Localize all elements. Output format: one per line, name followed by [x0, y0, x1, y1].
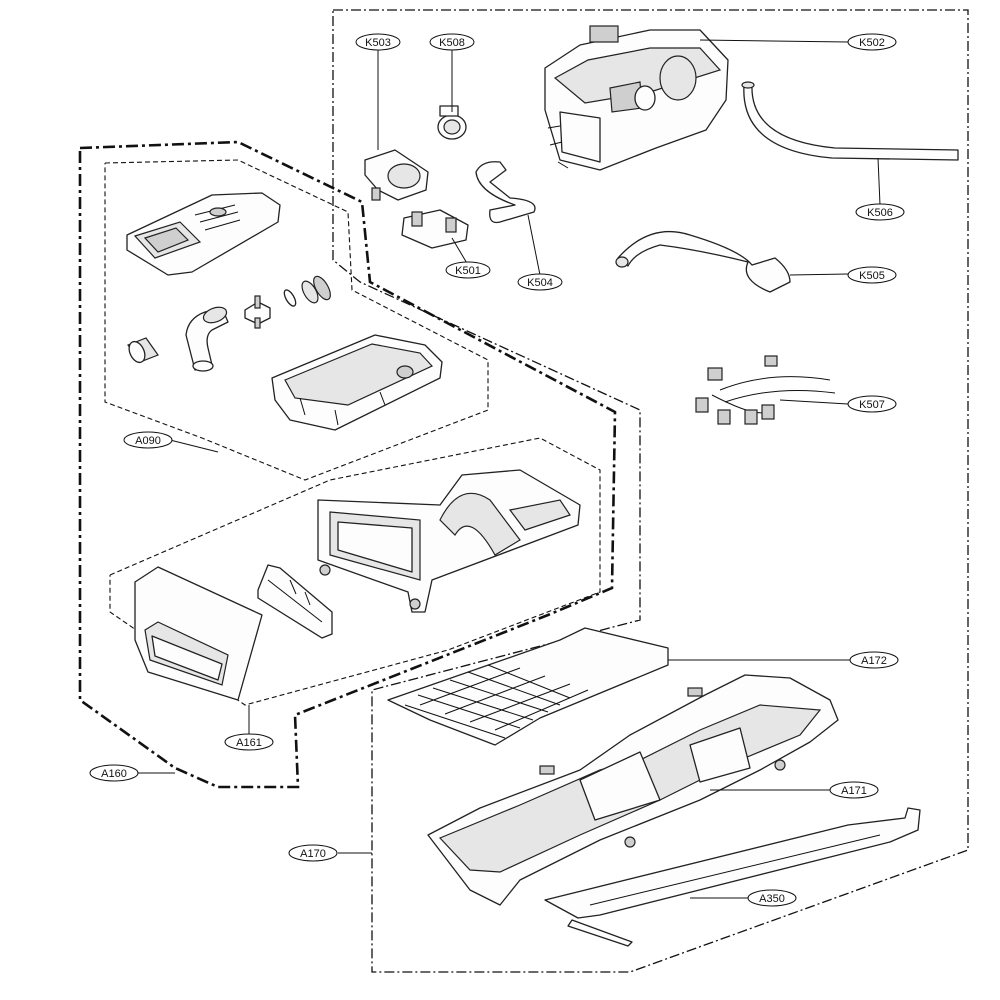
drawer-frame-part: [317, 469, 581, 613]
label-a170-text: A170: [300, 848, 326, 860]
dispenser-cover-part: [126, 192, 281, 276]
label-a090-text: A090: [135, 435, 161, 447]
detergent-tray-part: [271, 334, 443, 431]
k508-clamp-part: [437, 105, 467, 140]
label-a171-text: A171: [841, 785, 867, 797]
label-k506: K506: [855, 203, 905, 221]
label-a090: A090: [123, 431, 173, 449]
label-k502: K502: [847, 33, 897, 51]
bracket-part: [257, 564, 333, 639]
label-k503-text: K503: [365, 37, 391, 49]
right-group-boundary: [332, 9, 969, 973]
label-k502-text: K502: [859, 37, 885, 49]
label-k501: K501: [445, 261, 491, 279]
label-a350-text: A350: [759, 893, 785, 905]
k504-hose-part: [475, 161, 536, 224]
leader-lines: [138, 39, 881, 899]
a171-lower-housing-part: [427, 674, 839, 906]
label-k505-text: K505: [859, 270, 885, 282]
label-a350: A350: [747, 889, 797, 907]
label-a161: A161: [224, 733, 274, 751]
label-k505: K505: [847, 266, 897, 284]
label-k508-text: K508: [439, 37, 465, 49]
label-k508: K508: [429, 33, 475, 51]
label-a172: A172: [849, 651, 899, 669]
k505-hose-part: [615, 230, 791, 293]
k501-connector-part: [401, 209, 469, 249]
k506-hose-part: [741, 81, 959, 161]
drawer-front-part: [134, 566, 263, 701]
a090-group-boundary: [104, 159, 489, 481]
label-a160: A160: [89, 764, 139, 782]
label-k507: K507: [847, 395, 897, 413]
label-k501-text: K501: [455, 265, 481, 277]
k503-valve-part: [364, 149, 429, 201]
nozzle-pieces: [244, 275, 331, 329]
label-k503: K503: [355, 33, 401, 51]
label-a172-text: A172: [861, 655, 887, 667]
a350-rail-part: [544, 807, 921, 947]
label-a170: A170: [288, 844, 338, 862]
a161-group-boundary: [109, 437, 601, 706]
k502-valve-assembly-part: [544, 25, 729, 171]
label-a160-text: A160: [101, 768, 127, 780]
label-k506-text: K506: [867, 207, 893, 219]
elbow-hose-part: [185, 306, 229, 372]
a172-grid-cover-part: [387, 627, 669, 746]
a160-drawer-boundary: [78, 140, 617, 789]
label-k504-text: K504: [527, 277, 553, 289]
ring-part: [127, 337, 159, 364]
label-a171: A171: [829, 781, 879, 799]
label-k507-text: K507: [859, 399, 885, 411]
k507-wire-harness-part: [695, 355, 836, 425]
label-a161-text: A161: [236, 737, 262, 749]
label-k504: K504: [517, 273, 563, 291]
